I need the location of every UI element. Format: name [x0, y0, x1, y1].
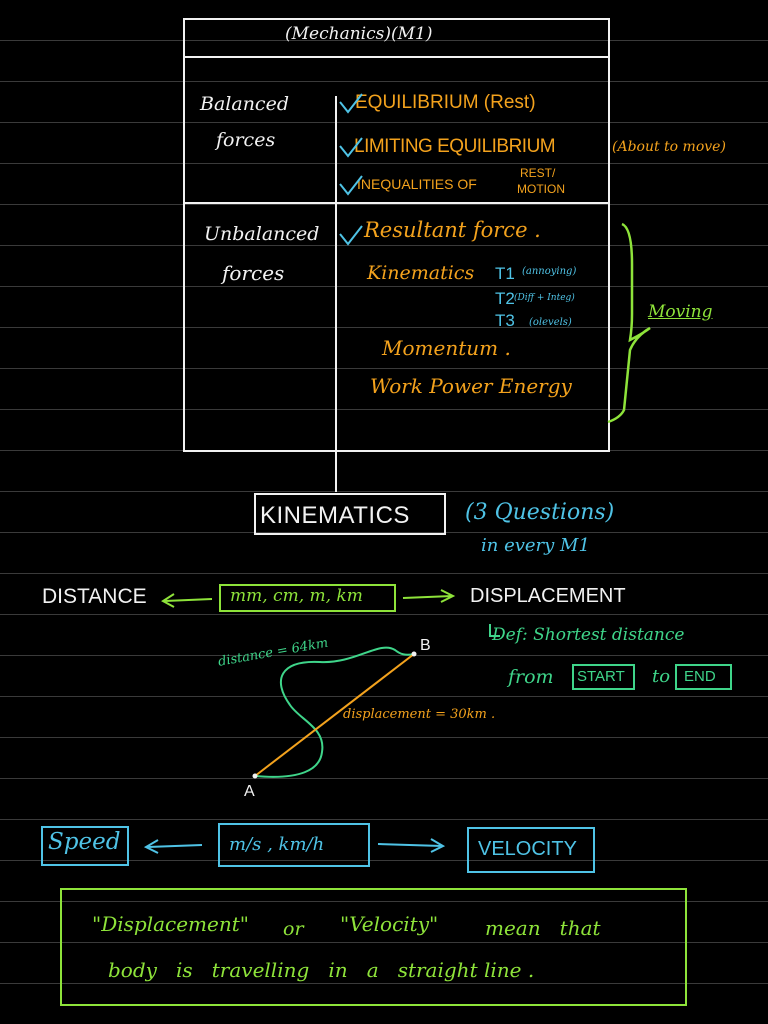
work-power-energy-item: Work Power Energy — [370, 374, 572, 398]
balanced-item-equilibrium: EQUILIBRIUM (Rest) — [355, 92, 536, 113]
kinematics-item: Kinematics — [367, 262, 475, 284]
speed-box — [41, 826, 129, 866]
point-b-dot — [411, 651, 417, 657]
arrow-right — [402, 589, 456, 603]
balanced-label-1: Balanced — [200, 93, 289, 115]
ruled-line — [0, 819, 768, 820]
about-to-move-note: (About to move) — [612, 139, 726, 155]
ruled-line — [0, 778, 768, 779]
ruled-line — [0, 860, 768, 861]
definition-to: to — [652, 666, 671, 687]
ruled-line — [0, 491, 768, 492]
ruled-line — [0, 327, 768, 328]
table-body — [183, 56, 610, 452]
curly-brace — [607, 222, 651, 424]
definition-from: from — [508, 666, 554, 688]
table-connector-line — [335, 452, 337, 492]
ruled-line — [0, 286, 768, 287]
note-displacement: "Displacement" — [92, 912, 249, 936]
distance-path — [254, 646, 415, 778]
ruled-line — [0, 163, 768, 164]
in-every-m1: in every M1 — [481, 535, 590, 556]
ruled-line — [0, 696, 768, 697]
ruled-line — [0, 81, 768, 82]
momentum-item: Momentum . — [382, 336, 511, 360]
speed-label: Speed — [48, 829, 121, 855]
point-b-label: B — [420, 637, 431, 654]
note-box — [60, 888, 687, 1006]
table-divider-vertical — [335, 96, 337, 452]
unbalanced-label-1: Unbalanced — [204, 223, 320, 245]
ruled-line — [0, 409, 768, 410]
distance-label: DISTANCE — [42, 585, 147, 608]
def-hook — [489, 624, 500, 637]
t1-note: (annoying) — [522, 266, 577, 277]
moving-label: Moving — [648, 302, 713, 322]
t1-label: T1 — [495, 264, 515, 283]
table-divider-horizontal — [184, 202, 609, 204]
ruled-line — [0, 532, 768, 533]
start-box — [572, 664, 635, 690]
ruled-line — [0, 204, 768, 205]
t2-note: (Diff + Integ) — [514, 293, 575, 303]
distance-units-box — [219, 584, 396, 612]
arrow-right — [377, 838, 446, 853]
check-mark — [339, 93, 363, 114]
three-questions: (3 Questions) — [465, 500, 615, 525]
speed-units-box — [218, 823, 370, 867]
check-mark — [339, 175, 363, 196]
unbalanced-label-2: forces — [222, 261, 285, 285]
kinematics-heading: KINEMATICS — [260, 502, 410, 529]
displacement-line — [254, 653, 415, 777]
rest-label: REST/ — [520, 166, 556, 180]
displacement-label: DISPLACEMENT — [470, 585, 626, 607]
arrow-left — [143, 839, 203, 854]
definition-line: Def: Shortest distance — [492, 625, 685, 645]
velocity-box — [467, 827, 595, 873]
note-line-2: body is travelling in a straight line . — [108, 958, 535, 982]
ruled-line — [0, 368, 768, 369]
ruled-line — [0, 40, 768, 41]
ruled-line — [0, 983, 768, 984]
ruled-line — [0, 655, 768, 656]
speed-units: m/s , km/h — [229, 834, 325, 855]
check-mark — [339, 137, 363, 158]
velocity-label: VELOCITY — [478, 838, 577, 860]
note-or: or — [283, 918, 304, 940]
end-label: END — [684, 668, 716, 685]
kinematics-heading-box — [254, 493, 446, 535]
table-title: (Mechanics)(M1) — [285, 24, 433, 44]
t2-label: T2 — [495, 289, 515, 308]
balanced-item-inequalities: INEQUALITIES OF — [357, 176, 477, 192]
balanced-label-2: forces — [216, 129, 276, 151]
ruled-line — [0, 245, 768, 246]
ruled-line — [0, 573, 768, 574]
start-label: START — [577, 668, 625, 685]
resultant-force: Resultant force . — [364, 218, 541, 242]
check-mark — [339, 225, 363, 246]
ruled-line — [0, 122, 768, 123]
note-velocity: "Velocity" — [340, 912, 439, 936]
arrow-left — [161, 593, 213, 608]
ruled-line — [0, 737, 768, 738]
ruled-line — [0, 942, 768, 943]
t3-note: (olevels) — [529, 317, 572, 328]
point-a-dot — [252, 773, 258, 779]
displacement-value-label: displacement = 30km . — [343, 707, 496, 722]
ruled-line — [0, 901, 768, 902]
distance-units: mm, cm, m, km — [230, 586, 363, 606]
motion-label: MOTION — [517, 182, 565, 196]
balanced-item-limiting: LIMITING EQUILIBRIUM — [354, 136, 556, 157]
note-mean-that: mean that — [485, 916, 601, 940]
point-a-label: A — [244, 783, 255, 800]
ruled-line — [0, 614, 768, 615]
t3-label: T3 — [495, 311, 515, 330]
end-box — [675, 664, 732, 690]
